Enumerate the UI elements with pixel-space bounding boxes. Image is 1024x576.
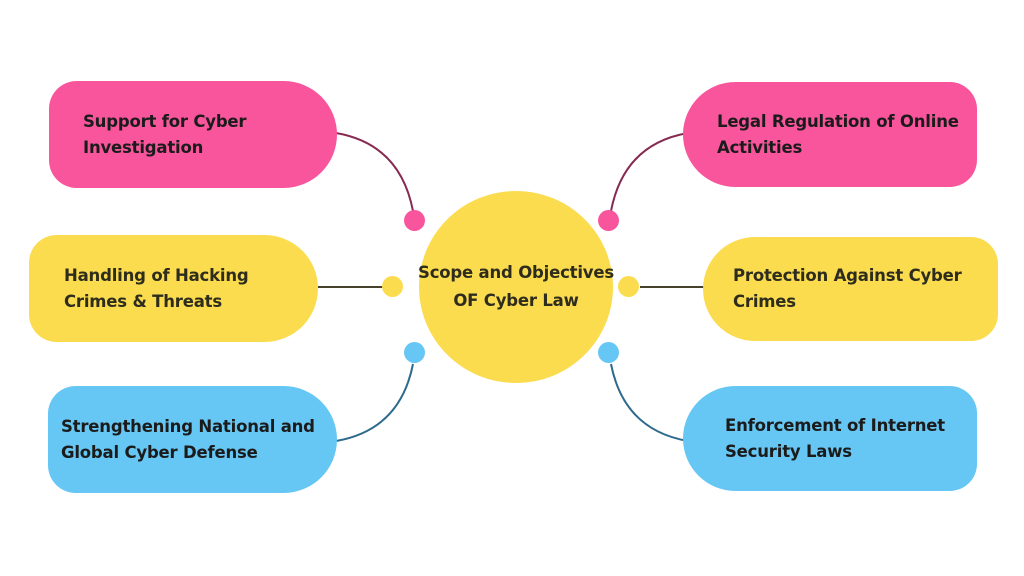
node-legal-regulation-of-online-activities: Legal Regulation of Online Activities	[683, 82, 977, 187]
node-support-for-cyber-investigation: Support for Cyber Investigation	[49, 81, 337, 188]
node-enforcement-of-internet-security-laws: Enforcement of Internet Security Laws	[683, 386, 977, 491]
node-label-line: Handling of Hacking	[64, 265, 249, 285]
connector-curve-bottom-right	[610, 363, 689, 442]
connector-dot-blue-left	[404, 342, 425, 363]
node-label-line: Protection Against Cyber	[733, 266, 962, 285]
node-label-line: Security Laws	[725, 441, 852, 461]
connector-curve-bottom-left	[335, 363, 414, 442]
connector-curve-top-right	[610, 132, 689, 212]
node-handling-of-hacking-crimes-threats: Handling of Hacking Crimes & Threats	[29, 235, 318, 342]
node-label-line: Strengthening National and	[61, 416, 315, 436]
node-label-line: Legal Regulation of Online	[717, 111, 959, 131]
connector-dot-pink-left	[404, 210, 425, 231]
node-strengthening-national-global-cyber-defense: Strengthening National and Global Cyber …	[48, 386, 337, 493]
center-topic-line: OF Cyber Law	[453, 291, 579, 310]
center-topic-circle: Scope and Objectives OF Cyber Law	[418, 191, 614, 383]
node-label-line: Activities	[717, 137, 803, 157]
node-label-line: Investigation	[83, 137, 204, 157]
node-protection-against-cyber-crimes: Protection Against Cyber Crimes	[703, 237, 998, 341]
node-label-line: Support for Cyber	[83, 111, 247, 131]
node-label-line: Crimes	[733, 292, 796, 311]
connector-curve-top-left	[335, 132, 414, 212]
node-label-line: Global Cyber Defense	[61, 442, 258, 462]
connector-dot-pink-right	[598, 210, 619, 231]
connector-dot-yellow-left	[382, 276, 403, 297]
node-label-line: Enforcement of Internet	[725, 415, 945, 435]
connector-dot-yellow-right	[618, 276, 639, 297]
connector-dot-blue-right	[598, 342, 619, 363]
node-label-line: Crimes & Threats	[64, 291, 222, 311]
center-topic-line: Scope and Objectives	[418, 263, 614, 282]
